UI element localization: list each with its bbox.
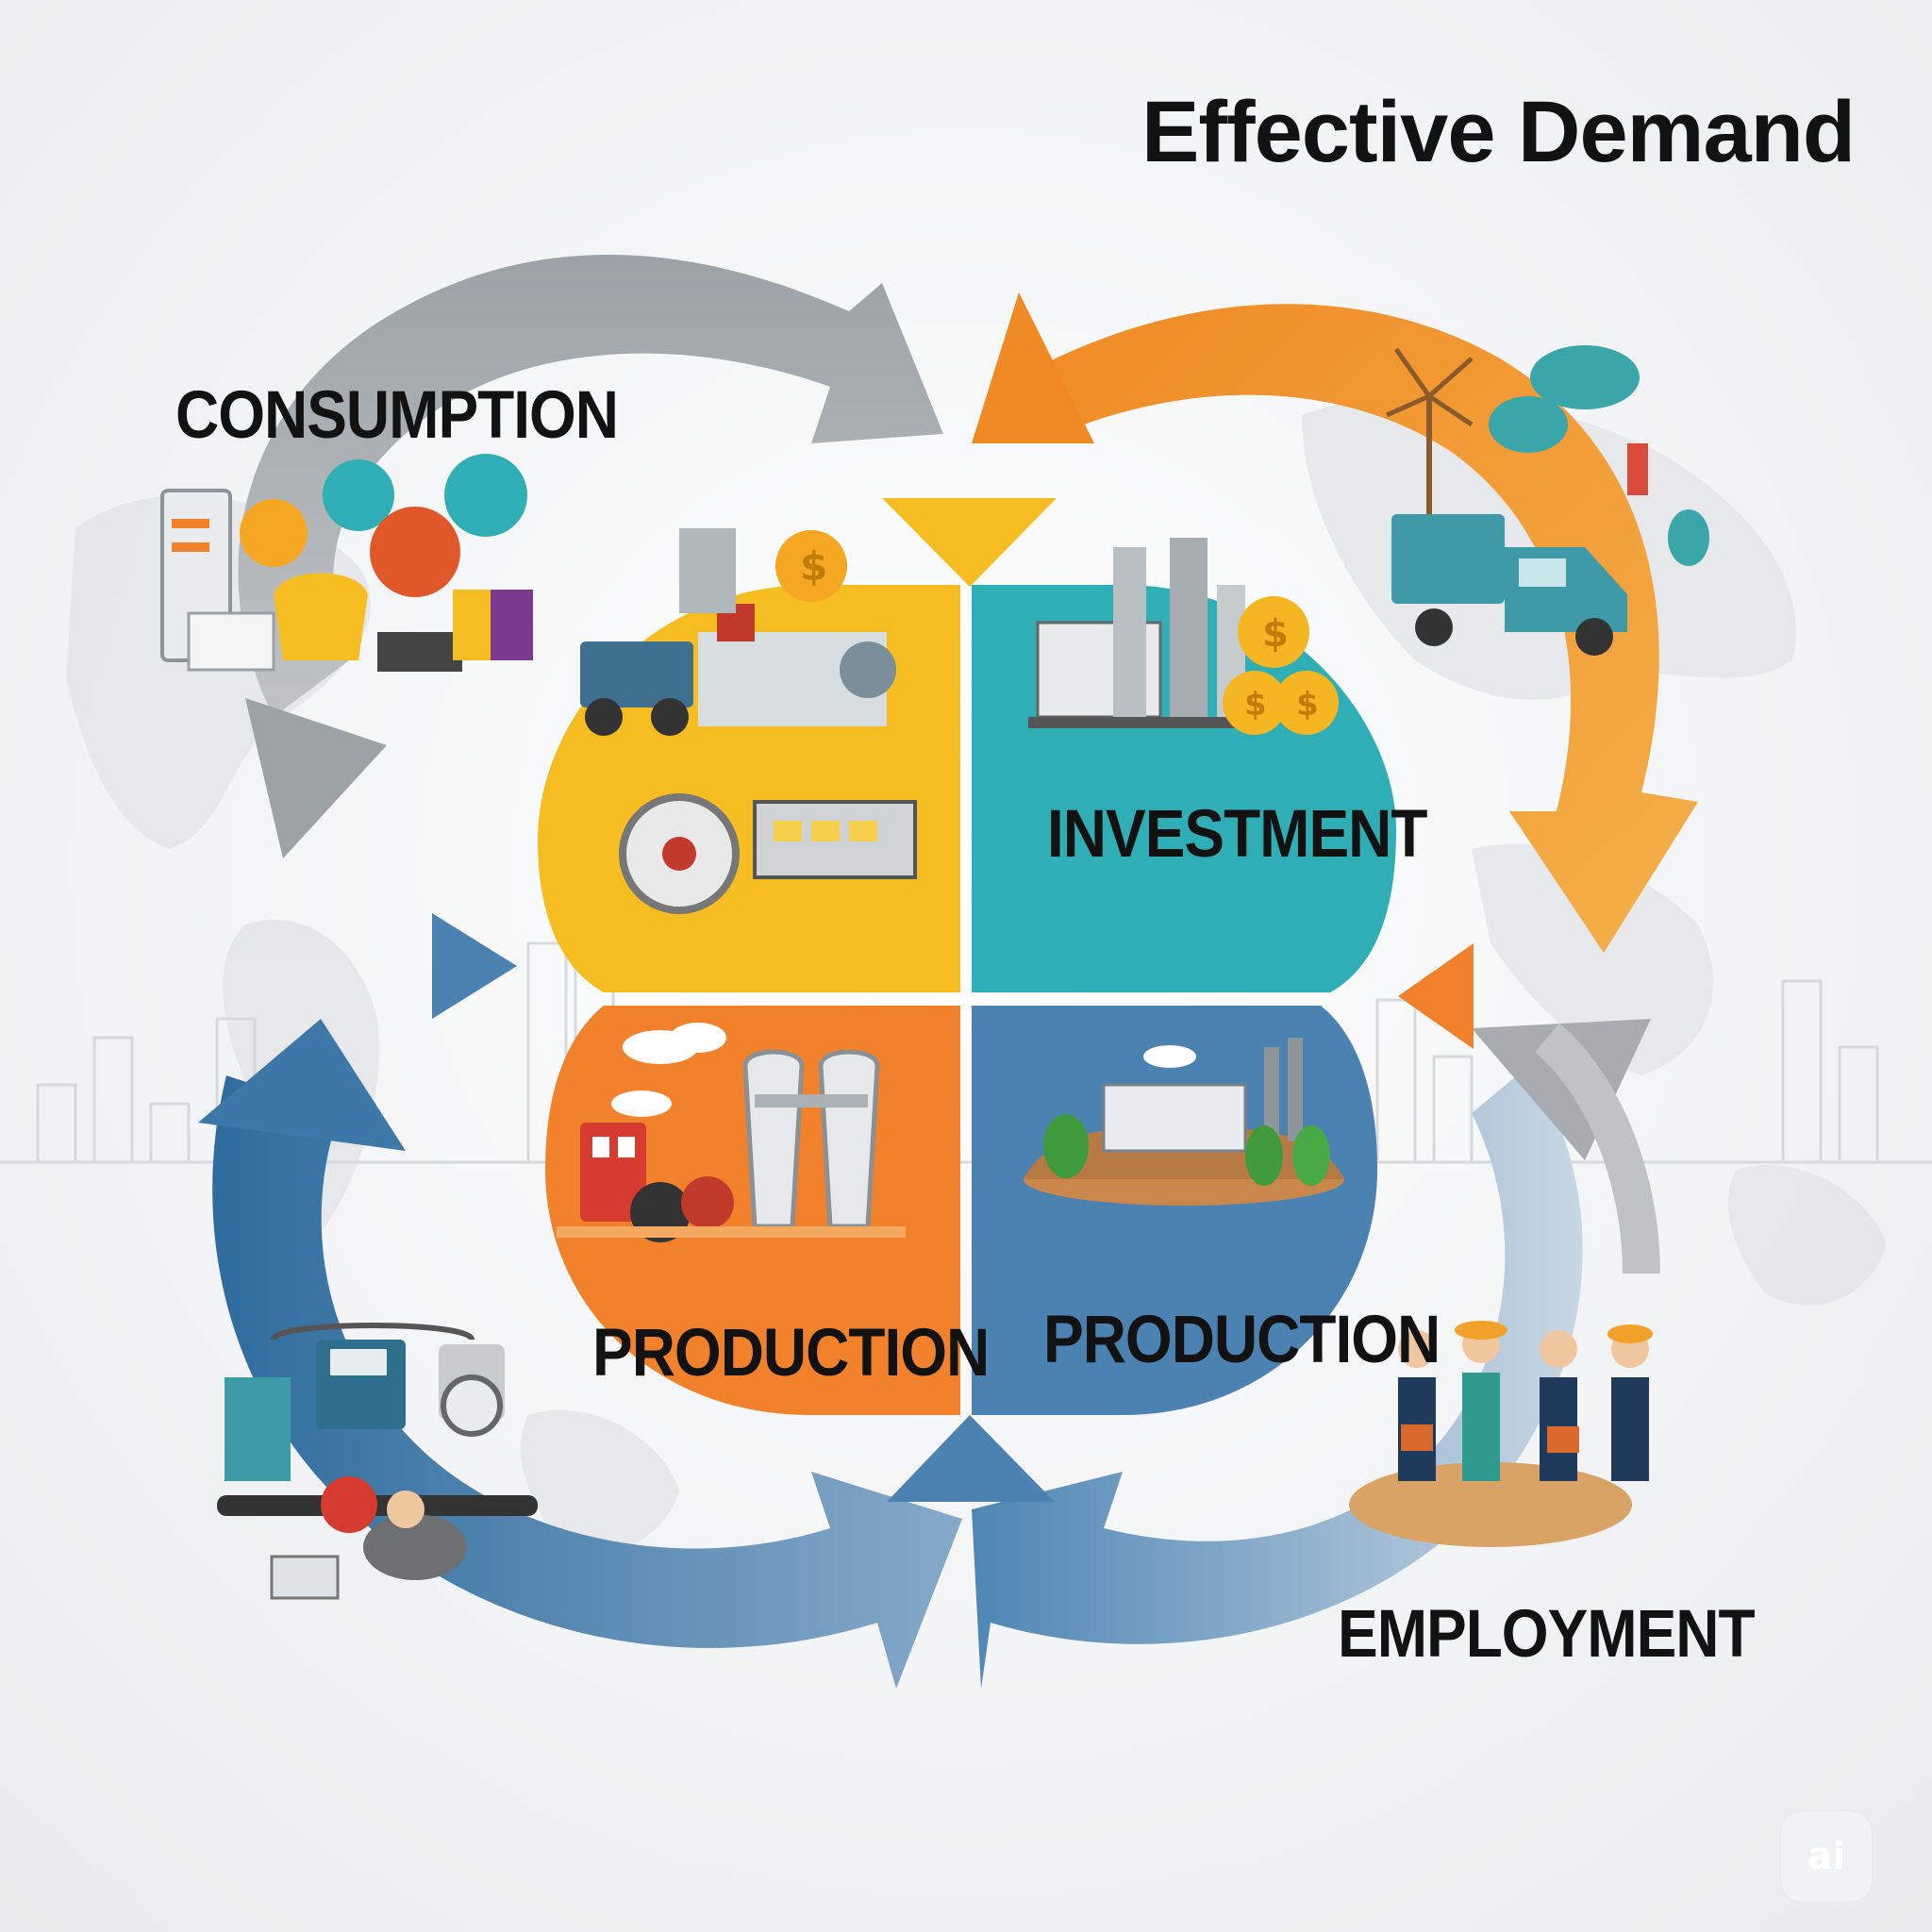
wind-turbine-van-icon bbox=[1385, 345, 1709, 656]
svg-text:$: $ bbox=[1244, 686, 1267, 724]
production-label-right: PRODUCTION bbox=[1043, 1301, 1441, 1377]
triangle-left-blue bbox=[432, 913, 517, 1019]
svg-text:$: $ bbox=[1262, 612, 1289, 656]
svg-text:$: $ bbox=[1296, 686, 1319, 724]
green-factory-icon bbox=[1024, 1038, 1344, 1206]
consumption-label: CONSUMPTION bbox=[175, 376, 619, 453]
triangle-top-yellow bbox=[882, 498, 1057, 587]
gray-arrow-top bbox=[238, 255, 943, 858]
production-label-left: PRODUCTION bbox=[592, 1314, 990, 1391]
page-title: Effective Demand bbox=[1141, 84, 1856, 180]
orange-arrow-top bbox=[972, 292, 1698, 953]
office-equipment-icon bbox=[217, 1323, 538, 1600]
investment-label: INVESTMENT bbox=[1047, 795, 1427, 872]
svg-text:$: $ bbox=[800, 543, 827, 590]
power-plant-icon bbox=[557, 1023, 906, 1242]
workers-group-icon bbox=[1349, 1321, 1653, 1547]
factory-coins-icon: $ $ $ bbox=[1028, 538, 1339, 735]
triangle-bottom-blue bbox=[887, 1415, 1055, 1502]
consumer-goods-icon bbox=[160, 454, 533, 672]
ai-watermark-badge: ai bbox=[1781, 1811, 1872, 1902]
triangle-right-orange bbox=[1398, 943, 1474, 1049]
employment-label: EMPLOYMENT bbox=[1338, 1595, 1756, 1672]
industry-machines-icon: $ bbox=[580, 528, 917, 914]
